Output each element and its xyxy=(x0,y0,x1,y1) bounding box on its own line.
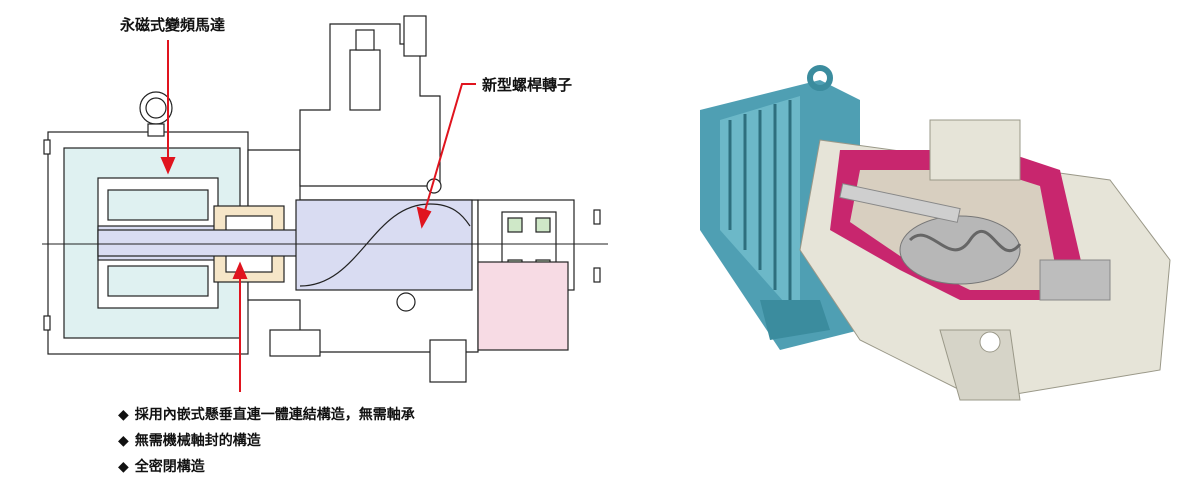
screw-rotor-render xyxy=(899,215,1021,285)
feature-item: ◆ 採用內嵌式懸垂直連一體連結構造，無需軸承 xyxy=(118,402,415,428)
compressor-cross-section-diagram xyxy=(42,15,608,392)
shaft-leader-arrow xyxy=(232,261,248,392)
diamond-bullet-icon: ◆ xyxy=(118,433,129,449)
feature-text: 全密閉構造 xyxy=(134,459,205,475)
rotor-label: 新型螺桿轉子 xyxy=(482,76,573,94)
discharge-chamber xyxy=(477,261,569,351)
feature-list: ◆ 採用內嵌式懸垂直連一體連結構造，無需軸承 ◆ 無需機械軸封的構造 ◆ 全密閉構造 xyxy=(118,402,415,480)
motor-label: 永磁式變頻馬達 xyxy=(120,16,226,34)
diamond-bullet-icon: ◆ xyxy=(118,459,129,475)
rotor-helix xyxy=(299,203,471,287)
rotor-leader-arrow xyxy=(416,83,476,229)
motor-body-render xyxy=(700,65,860,350)
motor-shaft xyxy=(97,229,299,257)
diamond-bullet-icon: ◆ xyxy=(118,407,129,423)
feature-item: ◆ 無需機械軸封的構造 xyxy=(118,428,415,454)
shaft-render xyxy=(839,183,961,223)
feature-item: ◆ 全密閉構造 xyxy=(118,454,415,480)
screw-rotor xyxy=(295,199,473,291)
compressor-body-render xyxy=(799,119,1171,401)
motor-leader-arrow xyxy=(160,40,176,175)
feature-text: 採用內嵌式懸垂直連一體連結構造，無需軸承 xyxy=(134,407,415,423)
feature-text: 無需機械軸封的構造 xyxy=(134,433,261,449)
